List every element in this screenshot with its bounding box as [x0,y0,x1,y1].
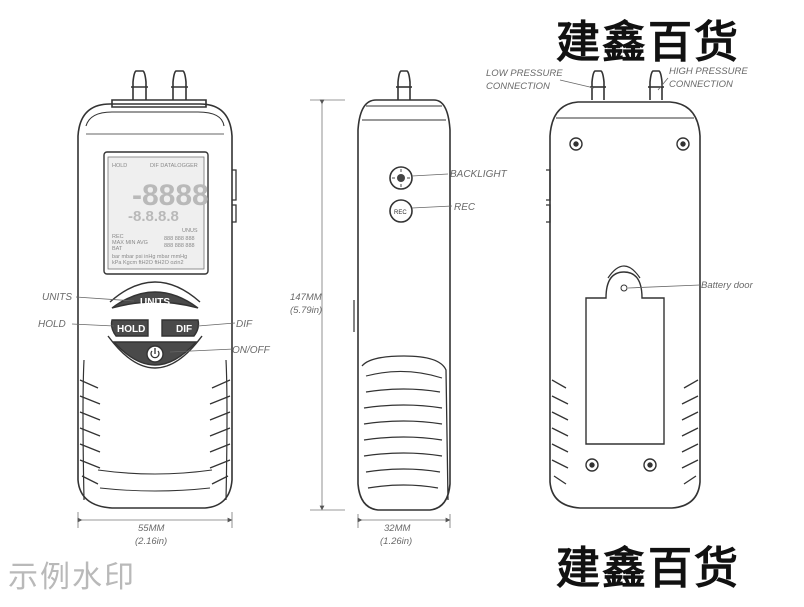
units-button-label: UNITS [140,297,170,308]
lcd-units-row2: kPa Kgcm ftH2O ftH2O ozin2 [112,260,184,266]
depth-mm: 32MM [384,523,410,534]
backlight-icon [392,169,410,187]
front-lcd-screen [107,156,205,270]
width-in: (2.16in) [135,536,167,547]
lcd-unit-label: UNUS [182,228,198,234]
front-view [77,70,237,509]
callout-low-pressure-2: CONNECTION [486,81,550,92]
lcd-max-min-avg: MAX MIN AVG [112,240,148,246]
callout-hold: HOLD [38,319,66,330]
front-lcd-text: HOLD DIF DATALOGGER -8888 -8.8.8.8 UNUS … [112,163,209,266]
callout-low-pressure-1: LOW PRESSURE [486,68,563,79]
callout-high-pressure-1: HIGH PRESSURE [669,66,748,77]
lcd-main-digits: -8888 [132,179,209,212]
side-grip-ribs [363,388,443,489]
height-in: (5.79in) [290,305,322,316]
side-callouts [411,173,453,209]
side-body-outline [357,99,451,511]
dif-button-label: DIF [176,324,192,335]
callout-units: UNITS [42,292,72,303]
battery-door[interactable] [585,271,665,445]
dif-button[interactable] [161,319,200,337]
hold-button-label: HOLD [117,324,145,335]
width-dimension [77,512,233,528]
rec-button-label: REC [394,210,407,216]
lcd-units-row1: bar mbar psi inHg mbar mmHg [112,254,187,260]
front-grip-ribs [79,379,231,485]
power-icon [150,348,160,359]
back-body-outline [549,101,701,509]
height-dimension [310,99,345,511]
lcd-bat: BAT [112,246,123,252]
width-mm: 55MM [138,523,164,534]
front-body-outline [77,103,233,509]
lcd-dif-datalogger: DIF DATALOGGER [150,163,198,169]
front-lcd-bezel [103,151,209,275]
units-button[interactable] [111,291,199,309]
depth-in: (1.26in) [380,536,412,547]
watermark-bottom: 建鑫百货 [556,543,740,594]
height-mm: 147MM [290,292,322,303]
lcd-small-digits: -8.8.8.8 [128,208,179,225]
backlight-button[interactable] [389,166,413,190]
back-screws [569,137,690,472]
hold-button[interactable] [110,319,149,337]
front-nozzles [111,70,207,108]
watermark-sample: 示例水印 [8,560,136,595]
lcd-hold: HOLD [112,163,127,169]
callout-rec: REC [454,202,476,213]
callout-on-off: ON/OFF [232,345,271,356]
lcd-seg-2: 888 888 888 [164,243,195,249]
lcd-seg-1: 888 888 888 [164,236,195,242]
back-callouts [559,77,701,289]
side-view [353,70,451,511]
rec-button[interactable]: REC [389,199,413,223]
lcd-rec: REC [112,234,124,240]
watermark-top: 建鑫百货 [556,17,740,68]
back-view [546,70,701,509]
depth-dimension [357,514,451,528]
front-callouts [71,296,236,353]
callout-high-pressure-2: CONNECTION [669,79,733,90]
callout-backlight: BACKLIGHT [450,169,508,180]
callout-dif: DIF [236,319,253,330]
back-grip-ribs [551,379,699,485]
front-button-cluster: UNITS HOLD DIF [107,281,203,369]
callout-battery-door: Battery door [701,280,754,291]
